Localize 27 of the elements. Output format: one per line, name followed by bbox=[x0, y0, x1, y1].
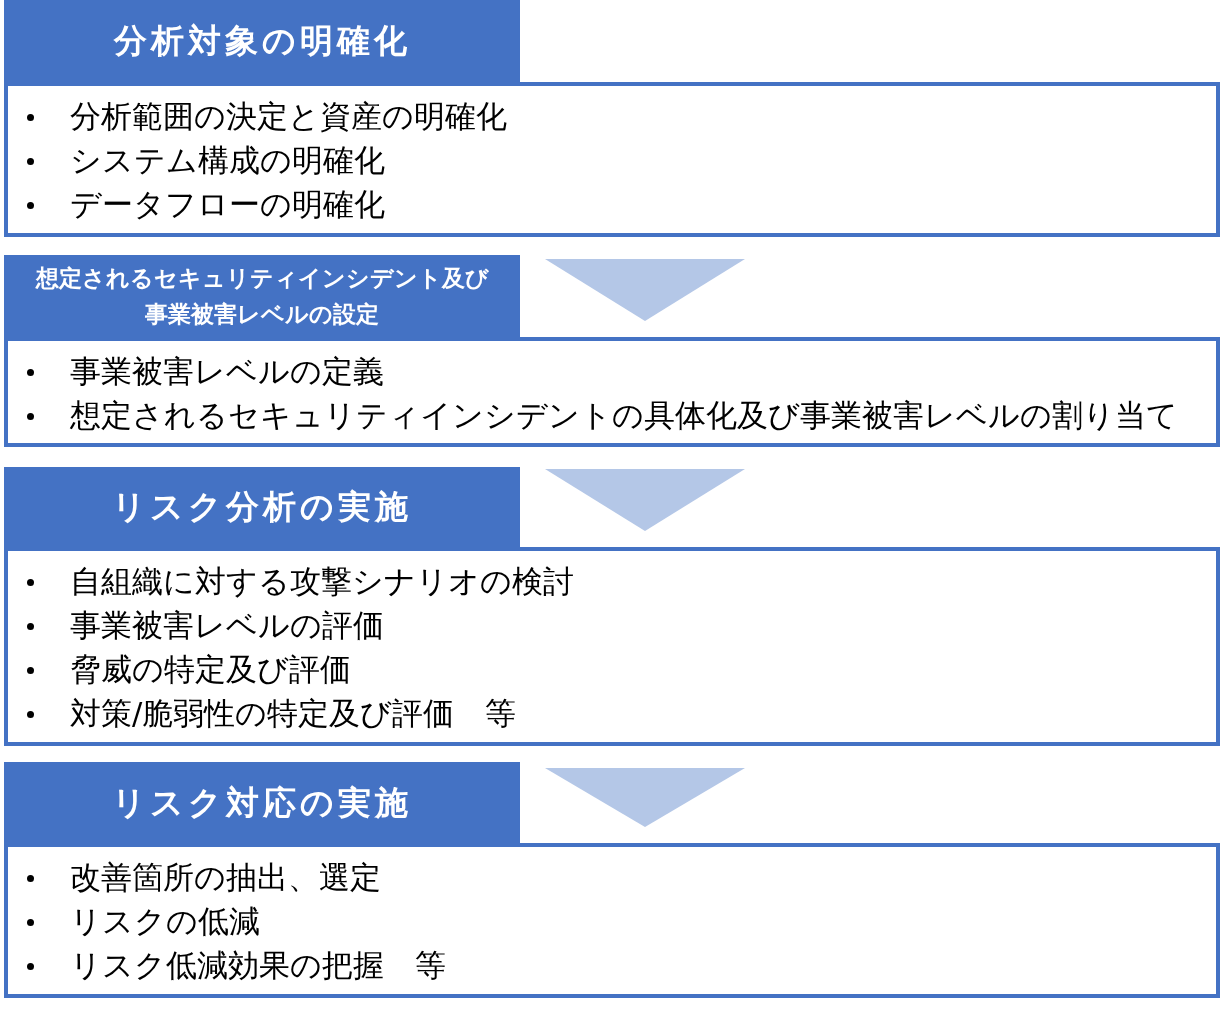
step-title: 想定されるセキュリティインシデント及び事業被害レベルの設定 bbox=[34, 264, 490, 329]
step-header-bar bbox=[4, 0, 520, 82]
list-item: 自組織に対する攻撃シナリオの検討 bbox=[70, 563, 574, 601]
list-item: 分析範囲の決定と資産の明確化 bbox=[70, 98, 507, 136]
chevron-arrow bbox=[545, 768, 745, 827]
step-detail-panel bbox=[4, 843, 1220, 998]
list-item: 事業被害レベルの評価 bbox=[70, 607, 384, 645]
step-header-bar bbox=[4, 255, 520, 337]
step-title: リスク分析の実施 bbox=[112, 487, 412, 527]
step-detail-panel bbox=[4, 82, 1220, 237]
step-header-bar bbox=[4, 467, 520, 547]
step-title: 分析対象の明確化 bbox=[113, 21, 411, 61]
step-detail-panel bbox=[4, 337, 1220, 447]
step-title: リスク対応の実施 bbox=[112, 782, 412, 823]
list-item: 対策/脆弱性の特定及び評価 等 bbox=[70, 695, 517, 733]
list-item: 事業被害レベルの定義 bbox=[70, 353, 384, 391]
list-item: 改善箇所の抽出、選定 bbox=[70, 859, 381, 897]
list-item: データフローの明確化 bbox=[70, 186, 385, 224]
list-item: 脅威の特定及び評価 bbox=[70, 651, 351, 689]
step-header-bar bbox=[4, 762, 520, 843]
list-item: システム構成の明確化 bbox=[70, 142, 385, 180]
step-detail-panel bbox=[4, 547, 1220, 746]
list-item: リスク低減効果の把握 等 bbox=[70, 947, 446, 985]
chevron-arrow bbox=[545, 259, 745, 321]
list-item: 想定されるセキュリティインシデントの具体化及び事業被害レベルの割り当て bbox=[70, 397, 1178, 435]
list-item: リスクの低減 bbox=[70, 903, 260, 941]
chevron-arrow bbox=[545, 469, 745, 531]
